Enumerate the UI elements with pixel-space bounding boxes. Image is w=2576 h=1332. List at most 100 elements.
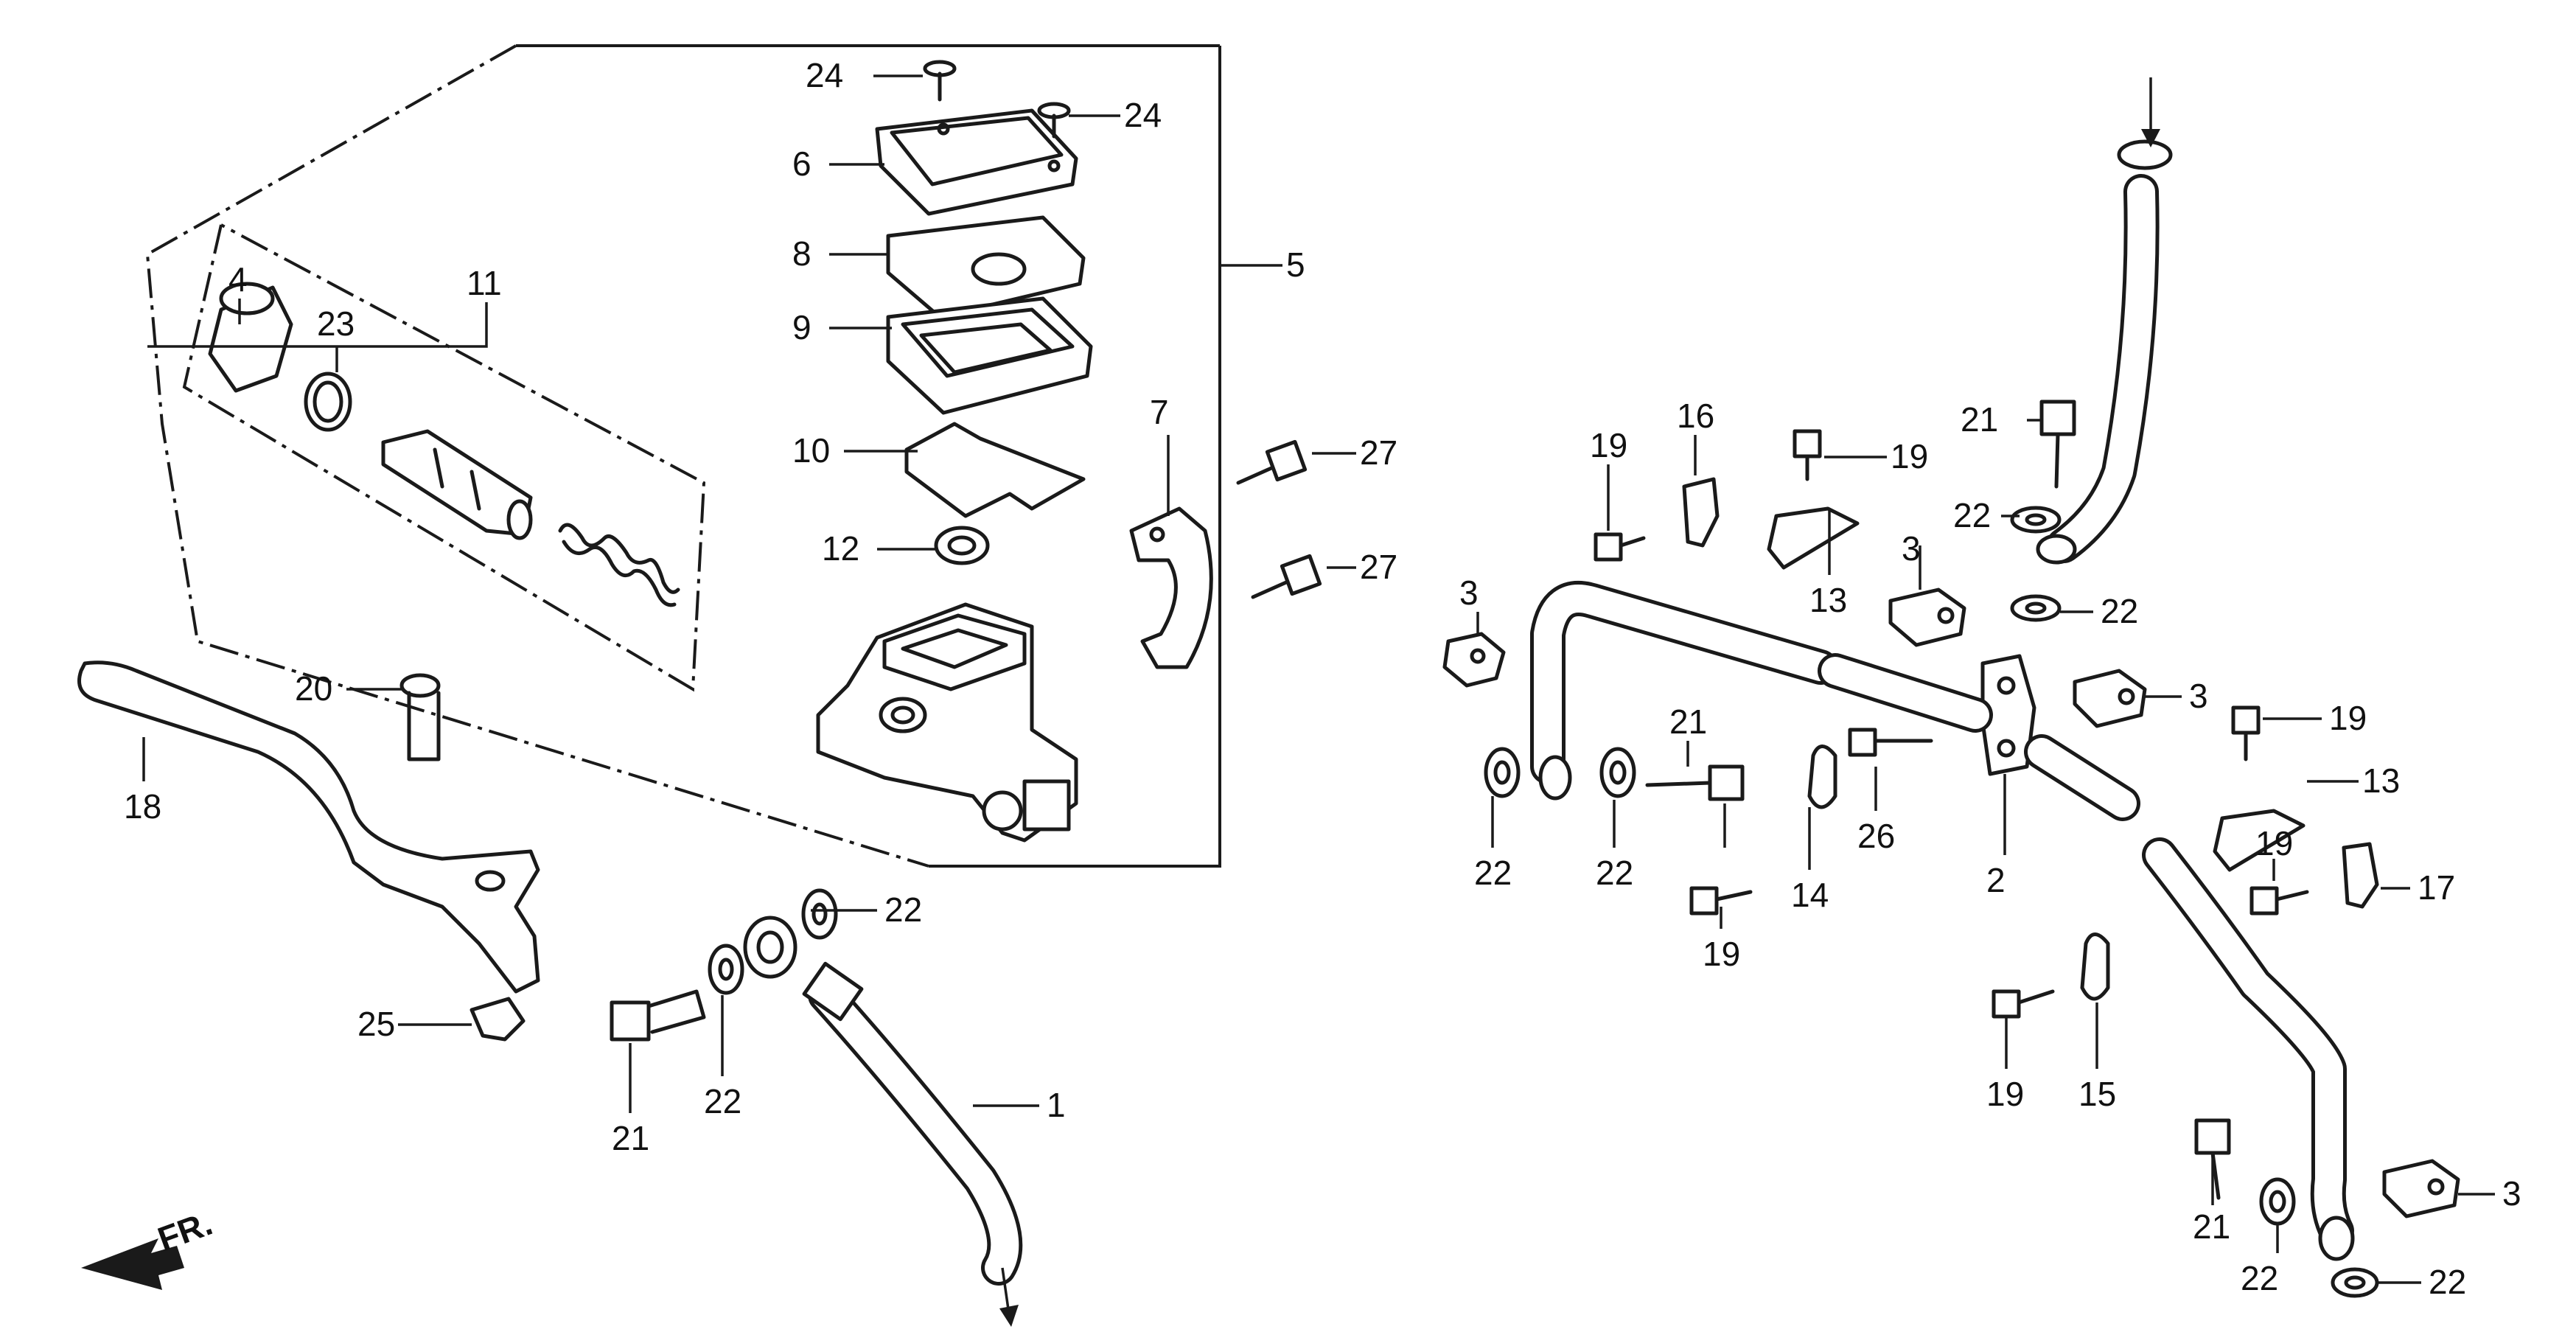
callout-21-c: 21	[1961, 400, 1998, 439]
brake-hose-left-branch	[1530, 581, 1838, 801]
washer-22-d	[2010, 594, 2062, 622]
callout-22-g: 22	[2241, 1259, 2278, 1297]
callout-19-d: 19	[2329, 699, 2367, 737]
hose-guide-clip-14	[1807, 745, 1837, 809]
callout-26: 26	[1857, 817, 1895, 855]
callout-20: 20	[295, 669, 332, 708]
callout-22-h: 22	[2429, 1263, 2466, 1301]
callout-24-b: 24	[1124, 96, 1162, 134]
callout-21-b: 21	[1669, 702, 1707, 741]
leader-lines	[142, 74, 2495, 1284]
reservoir-screw-left	[923, 60, 957, 102]
brake-hose-right-branch	[2142, 837, 2355, 1261]
bolt-19-d	[1689, 886, 1753, 916]
bolt-19-e	[2249, 886, 2309, 916]
brake-hose-upper	[743, 916, 1023, 1286]
hose-guide-left	[1767, 506, 1860, 570]
callout-22-b: 22	[704, 1082, 741, 1120]
callout-7: 7	[1150, 393, 1169, 431]
spring	[558, 523, 680, 607]
hose-clamp-right	[2073, 669, 2147, 728]
banjo-bolt-21-a	[1645, 764, 1745, 801]
washer-22-f	[2331, 1267, 2379, 1298]
flow-arrow-bottom	[999, 1267, 1019, 1327]
bolt-26	[1848, 728, 1933, 757]
boot	[208, 282, 293, 393]
callout-19-a: 19	[1590, 426, 1627, 464]
hose-guide-clip-15	[2080, 932, 2110, 1001]
callout-5: 5	[1286, 245, 1305, 284]
callout-21-d: 21	[2193, 1207, 2230, 1246]
brake-hose-center	[1818, 653, 2140, 821]
callout-3-c: 3	[2189, 677, 2208, 715]
hose-clamp-left	[1442, 632, 1506, 688]
front-direction-label: FR.	[153, 1204, 217, 1258]
callout-4: 4	[228, 260, 248, 299]
callout-8: 8	[792, 234, 811, 273]
master-cylinder-body	[816, 602, 1078, 843]
callout-19-f: 19	[1986, 1075, 2024, 1113]
callout-13-b: 13	[2362, 761, 2400, 800]
callout-22-d: 22	[1596, 854, 1633, 892]
diaphragm-plate	[886, 215, 1086, 319]
callout-18: 18	[124, 787, 161, 826]
piston-kit-dash-frame	[182, 223, 706, 692]
diaphragm-seal	[886, 296, 1093, 415]
sealing-washer-left-outer	[801, 888, 838, 940]
callout-22-a: 22	[884, 890, 922, 929]
flow-arrow-top	[2141, 77, 2160, 147]
callout-27-b: 27	[1360, 548, 1397, 586]
piston	[381, 429, 533, 540]
holder-bolt-upper	[1236, 439, 1308, 485]
callout-12: 12	[822, 529, 859, 568]
hose-guide-right	[2213, 809, 2306, 872]
callout-1: 1	[1047, 1086, 1066, 1124]
sealing-washer-left	[708, 944, 744, 995]
circlip	[304, 372, 352, 432]
callout-17: 17	[2418, 868, 2455, 907]
washer-22-e	[2259, 1177, 2296, 1226]
callout-27-a: 27	[1360, 433, 1397, 472]
callout-19-b: 19	[1891, 437, 1928, 475]
bolt-19-f	[1992, 989, 2055, 1019]
sub-assembly-dash-frame	[145, 44, 929, 868]
callout-21-a: 21	[612, 1119, 649, 1157]
callout-3-a: 3	[1459, 573, 1479, 612]
washer-22-c	[2010, 506, 2062, 534]
hose-clamp-center	[1888, 587, 1966, 647]
holder-bolt-lower	[1251, 554, 1322, 599]
lever-pivot-bolt	[399, 673, 441, 761]
callout-14: 14	[1791, 876, 1829, 914]
hose-stay-17	[2342, 842, 2379, 909]
banjo-bolt-21-b	[2039, 400, 2076, 489]
washer-22-b	[1599, 747, 1636, 798]
handlebar-holder	[1129, 506, 1213, 669]
hose-clamp-lower	[2382, 1159, 2460, 1218]
callout-22-f: 22	[2101, 592, 2138, 630]
bolt-19-b	[1793, 429, 1822, 481]
callout-10: 10	[792, 431, 830, 470]
callout-22-c: 22	[1474, 854, 1512, 892]
master-cylinder-assembly-frame	[929, 46, 1221, 868]
callout-24-a: 24	[806, 56, 843, 94]
lever-pivot-nut	[470, 997, 526, 1042]
reservoir-cap	[875, 108, 1078, 216]
front-direction-arrow	[81, 1238, 184, 1290]
callout-2: 2	[1986, 861, 2006, 899]
banjo-bolt-left	[610, 989, 706, 1042]
brake-hose-vertical	[2036, 139, 2173, 565]
float-plate	[904, 422, 1086, 518]
callout-16: 16	[1677, 397, 1714, 435]
pressure-cup	[934, 526, 990, 565]
callout-labels: 24 24 6 8 9 10 12 5 7 27 27 4 23 11 18 2…	[124, 56, 2521, 1301]
washer-22-a	[1484, 747, 1521, 798]
callout-22-e: 22	[1953, 496, 1991, 534]
assembly-frames	[145, 44, 1221, 868]
bolt-19-a	[1594, 532, 1646, 562]
callout-19-c: 19	[1703, 935, 1740, 973]
callout-3-d: 3	[2502, 1174, 2521, 1213]
callout-6: 6	[792, 144, 811, 183]
callout-25: 25	[357, 1005, 395, 1043]
